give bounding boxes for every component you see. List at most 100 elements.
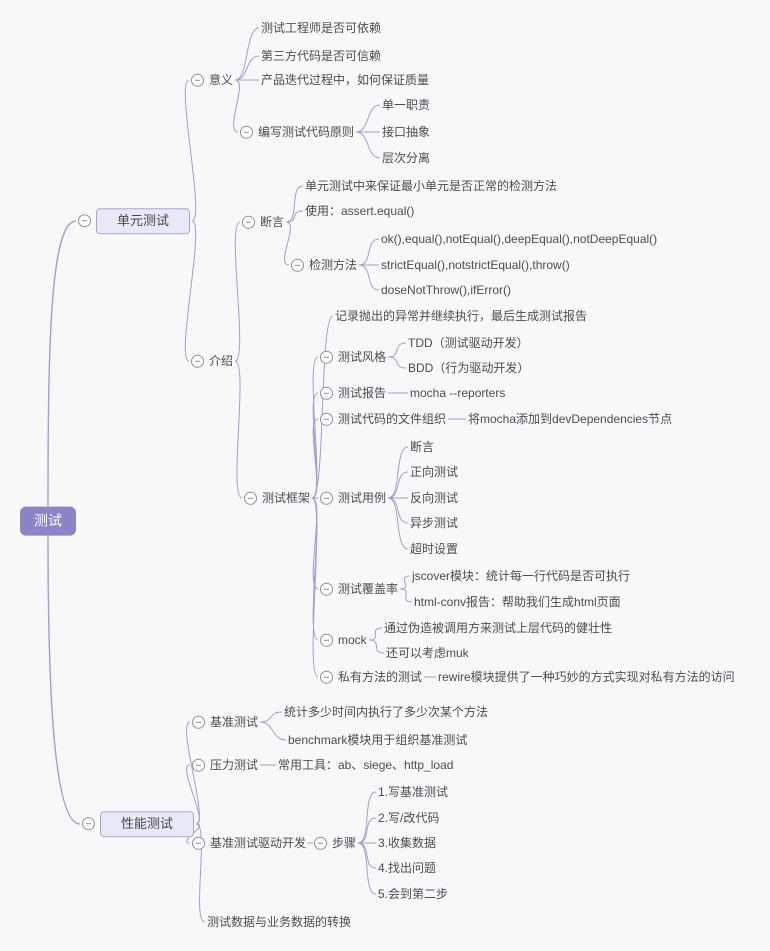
collapse-minus-icon[interactable] bbox=[320, 633, 333, 647]
mindmap-node[interactable]: mock bbox=[320, 633, 367, 647]
mindmap-node[interactable]: mocha --reporters bbox=[410, 386, 505, 400]
mindmap-node[interactable]: 意义 bbox=[191, 73, 233, 87]
mindmap-node[interactable]: 产品迭代过程中，如何保证质量 bbox=[261, 73, 429, 87]
edge-line bbox=[234, 221, 241, 362]
mindmap-node[interactable]: rewire模块提供了一种巧妙的方式实现对私有方法的访问 bbox=[438, 670, 735, 684]
mindmap-node[interactable]: 私有方法的测试 bbox=[320, 670, 422, 684]
collapse-minus-icon[interactable] bbox=[320, 350, 333, 364]
collapse-minus-icon[interactable] bbox=[192, 836, 205, 850]
mindmap-node[interactable]: 异步测试 bbox=[410, 516, 458, 530]
collapse-minus-icon[interactable] bbox=[82, 817, 95, 831]
mindmap-node[interactable]: 测试用例 bbox=[320, 491, 386, 505]
node-label: 基准测试驱动开发 bbox=[210, 835, 307, 850]
mindmap-node[interactable]: 还可以考虑muk bbox=[386, 646, 469, 660]
mindmap-node[interactable]: 反向测试 bbox=[410, 491, 458, 505]
collapse-minus-icon[interactable] bbox=[78, 214, 91, 228]
node-label: 测试数据与业务数据的转换 bbox=[207, 914, 352, 929]
collapse-minus-icon[interactable] bbox=[192, 758, 205, 772]
edge-line bbox=[387, 356, 407, 369]
mindmap-root-node[interactable]: 测试 bbox=[20, 506, 76, 536]
mindmap-node[interactable]: 记录抛出的异常并继续执行，最后生成测试报告 bbox=[335, 309, 587, 323]
mindmap-node[interactable]: 接口抽象 bbox=[382, 125, 430, 139]
mindmap-node[interactable]: 步骤 bbox=[314, 836, 356, 850]
mindmap-node[interactable]: 压力测试 bbox=[192, 758, 258, 772]
mindmap-node[interactable]: 断言 bbox=[242, 215, 284, 229]
collapse-minus-icon[interactable] bbox=[291, 258, 304, 272]
node-label: 编写测试代码原则 bbox=[258, 124, 355, 139]
mindmap-node[interactable]: ok(),equal(),notEqual(),deepEqual(),notD… bbox=[381, 232, 657, 246]
mindmap-node[interactable]: 使用：assert.equal() bbox=[305, 204, 414, 218]
edge-line bbox=[387, 497, 409, 550]
collapse-minus-icon[interactable] bbox=[320, 386, 333, 400]
mindmap-node[interactable]: 统计多少时间内执行了多少次某个方法 bbox=[284, 705, 488, 719]
mindmap-node[interactable]: strictEqual(),notstrictEqual(),throw() bbox=[381, 258, 570, 272]
mindmap-node[interactable]: 单一职责 bbox=[382, 98, 430, 112]
mindmap-node[interactable]: 基准测试驱动开发 bbox=[192, 836, 306, 850]
collapse-minus-icon[interactable] bbox=[320, 491, 333, 505]
edge-line bbox=[195, 823, 206, 923]
mindmap-node[interactable]: 测试框架 bbox=[244, 491, 310, 505]
collapse-minus-icon[interactable] bbox=[320, 412, 333, 426]
mindmap-node[interactable]: 5.会到第二步 bbox=[378, 887, 448, 901]
collapse-minus-icon[interactable] bbox=[191, 354, 204, 368]
mindmap-node[interactable]: doseNotThrow(),ifError() bbox=[381, 283, 511, 297]
edge-line bbox=[259, 721, 287, 741]
collapse-minus-icon[interactable] bbox=[191, 73, 204, 87]
collapse-minus-icon[interactable] bbox=[192, 715, 205, 729]
mindmap-node[interactable]: 测试工程师是否可依赖 bbox=[261, 21, 381, 35]
mindmap-node[interactable]: 测试代码的文件组织 bbox=[320, 412, 446, 426]
mindmap-node[interactable]: 常用工具：ab、siege、http_load bbox=[278, 758, 453, 772]
mindmap-node[interactable]: 测试报告 bbox=[320, 386, 386, 400]
mindmap-node[interactable]: html-conv报告：帮助我们生成html页面 bbox=[414, 595, 621, 609]
mindmap-node[interactable]: 通过伪造被调用方来测试上层代码的健壮性 bbox=[384, 621, 612, 635]
collapse-minus-icon[interactable] bbox=[240, 125, 253, 139]
mindmap-node[interactable]: BDD（行为驱动开发） bbox=[408, 361, 529, 375]
collapse-minus-icon[interactable] bbox=[320, 670, 333, 684]
node-label: 2.写/改代码 bbox=[378, 810, 440, 825]
collapse-minus-icon[interactable] bbox=[242, 215, 255, 229]
edge-line bbox=[184, 220, 197, 362]
mindmap-node[interactable]: 1.写基准测试 bbox=[378, 785, 448, 799]
edge-line bbox=[357, 842, 377, 895]
collapse-minus-icon[interactable] bbox=[314, 836, 327, 850]
edge-line bbox=[387, 471, 409, 499]
mindmap-node[interactable]: 4.找出问题 bbox=[378, 861, 436, 875]
node-label: 超时设置 bbox=[410, 541, 459, 556]
mindmap-node[interactable]: 层次分离 bbox=[382, 151, 430, 165]
mindmap-node[interactable]: 正向测试 bbox=[410, 465, 458, 479]
mindmap-node[interactable]: 性能测试 bbox=[82, 811, 195, 837]
edge-line bbox=[311, 418, 319, 499]
node-label: 测试代码的文件组织 bbox=[338, 411, 447, 426]
mindmap-node[interactable]: 3.收集数据 bbox=[378, 836, 436, 850]
mindmap-node[interactable]: TDD（测试驱动开发） bbox=[408, 336, 529, 350]
mindmap-node[interactable]: 2.写/改代码 bbox=[378, 811, 439, 825]
collapse-minus-icon[interactable] bbox=[244, 491, 257, 505]
mindmap-node[interactable]: 编写测试代码原则 bbox=[240, 125, 354, 139]
mindmap-node[interactable]: 基准测试 bbox=[192, 715, 258, 729]
node-label: benchmark模块用于组织基准测试 bbox=[288, 732, 468, 747]
mindmap-node[interactable]: 第三方代码是否可信赖 bbox=[261, 49, 381, 63]
node-label: BDD（行为驱动开发） bbox=[408, 360, 530, 375]
mindmap-node[interactable]: 将mocha添加到devDependencies节点 bbox=[468, 412, 672, 426]
mindmap-node[interactable]: 超时设置 bbox=[410, 542, 458, 556]
edge-line bbox=[234, 27, 260, 81]
node-label: 单元测试中来保证最小单元是否正常的检测方法 bbox=[305, 178, 558, 193]
node-label: 异步测试 bbox=[410, 515, 459, 530]
edge-line bbox=[184, 79, 197, 222]
mindmap-node[interactable]: 测试覆盖率 bbox=[320, 582, 398, 596]
mindmap-node[interactable]: 断言 bbox=[410, 440, 434, 454]
edge-line bbox=[311, 315, 334, 499]
collapse-minus-icon[interactable] bbox=[320, 582, 333, 596]
edge-line bbox=[399, 588, 413, 603]
mindmap-node[interactable]: 单元测试中来保证最小单元是否正常的检测方法 bbox=[305, 179, 557, 193]
mindmap-node[interactable]: 测试数据与业务数据的转换 bbox=[207, 915, 351, 929]
mindmap-node[interactable]: 检测方法 bbox=[291, 258, 357, 272]
edge-line bbox=[357, 817, 377, 844]
node-label: 接口抽象 bbox=[382, 124, 431, 139]
mindmap-node[interactable]: 介绍 bbox=[191, 354, 233, 368]
mindmap-node[interactable]: benchmark模块用于组织基准测试 bbox=[288, 733, 467, 747]
mindmap-node[interactable]: 单元测试 bbox=[78, 208, 191, 234]
mindmap-node[interactable]: jscover模块：统计每一行代码是否可执行 bbox=[412, 569, 630, 583]
mindmap-node[interactable]: 测试风格 bbox=[320, 350, 386, 364]
